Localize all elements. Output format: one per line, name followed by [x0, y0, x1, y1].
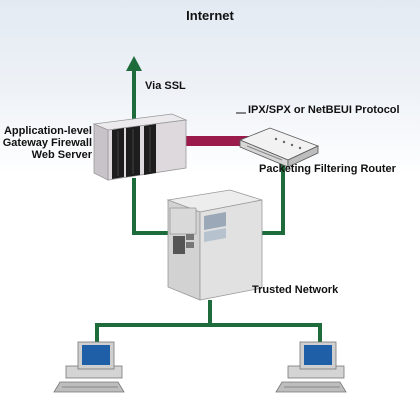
workstation-icon [53, 341, 125, 393]
network-links [95, 70, 322, 345]
server-rack-icon [92, 113, 188, 181]
gateway-label: Application-level Gateway Firewall Web S… [2, 125, 92, 161]
router-label: Packeting Filtering Router [259, 163, 396, 175]
lan-backbone [95, 323, 322, 345]
router-to-server-link [258, 160, 285, 235]
up-arrow-icon [126, 56, 142, 71]
internet-label: Internet [186, 8, 234, 23]
trusted-network-label: Trusted Network [252, 284, 339, 296]
tower-server-icon [166, 189, 263, 301]
protocol-label: IPX/SPX or NetBEUI Protocol [248, 104, 400, 116]
gateway-to-server-link [132, 178, 172, 235]
router-icon [238, 127, 320, 168]
via-ssl-label: Via SSL [145, 80, 186, 92]
workstation-icon [275, 341, 347, 393]
